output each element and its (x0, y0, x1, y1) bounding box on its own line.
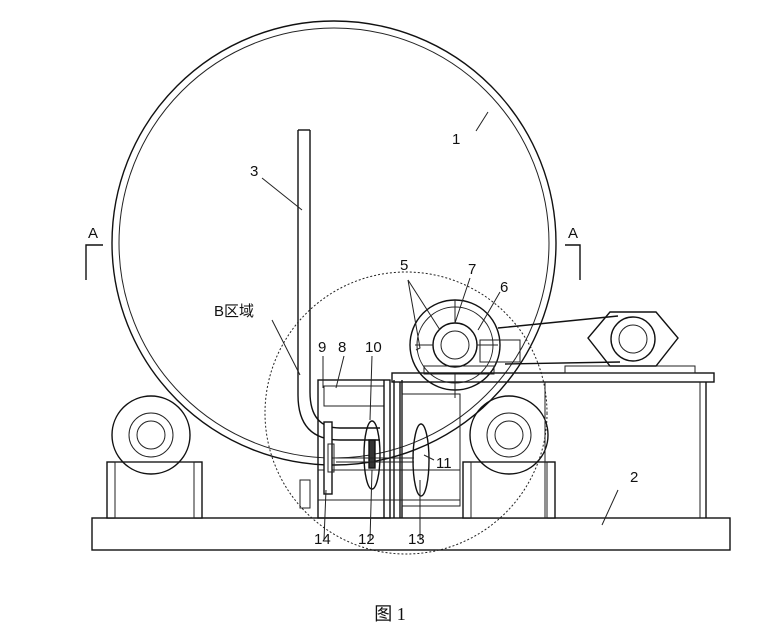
label-14: 14 (314, 531, 331, 548)
label-10: 10 (365, 339, 382, 356)
label-9: 9 (318, 339, 326, 356)
middle-housing (299, 379, 461, 519)
label-2: 2 (630, 469, 638, 486)
label-6: 6 (500, 279, 508, 296)
pulley-assembly (409, 299, 521, 398)
label-1: 1 (452, 131, 460, 148)
label-5: 5 (400, 257, 408, 274)
label-region-b: B区域 (214, 303, 254, 320)
left-roller-support (106, 395, 203, 519)
section-markers (85, 244, 581, 280)
label-11: 11 (436, 455, 452, 472)
vertical-pipe (297, 129, 380, 441)
label-section-a-right: A (568, 225, 578, 242)
detail-circle-b (264, 271, 548, 555)
label-12: 12 (358, 531, 375, 548)
right-roller-support (462, 395, 556, 519)
base-plate (91, 517, 731, 551)
disc-components (323, 420, 430, 497)
drive-motor (587, 311, 679, 367)
large-drum (111, 20, 557, 466)
part-labels: 1 2 3 5 7 6 9 8 10 11 14 12 13 A A B区域 (88, 131, 638, 548)
label-8: 8 (338, 339, 346, 356)
drive-belt (497, 315, 621, 365)
label-section-a-left: A (88, 225, 98, 242)
leader-lines (261, 111, 619, 541)
label-3: 3 (250, 163, 258, 180)
label-13: 13 (408, 531, 425, 548)
label-7: 7 (468, 261, 476, 278)
figure-caption: 图 1 (374, 604, 406, 624)
